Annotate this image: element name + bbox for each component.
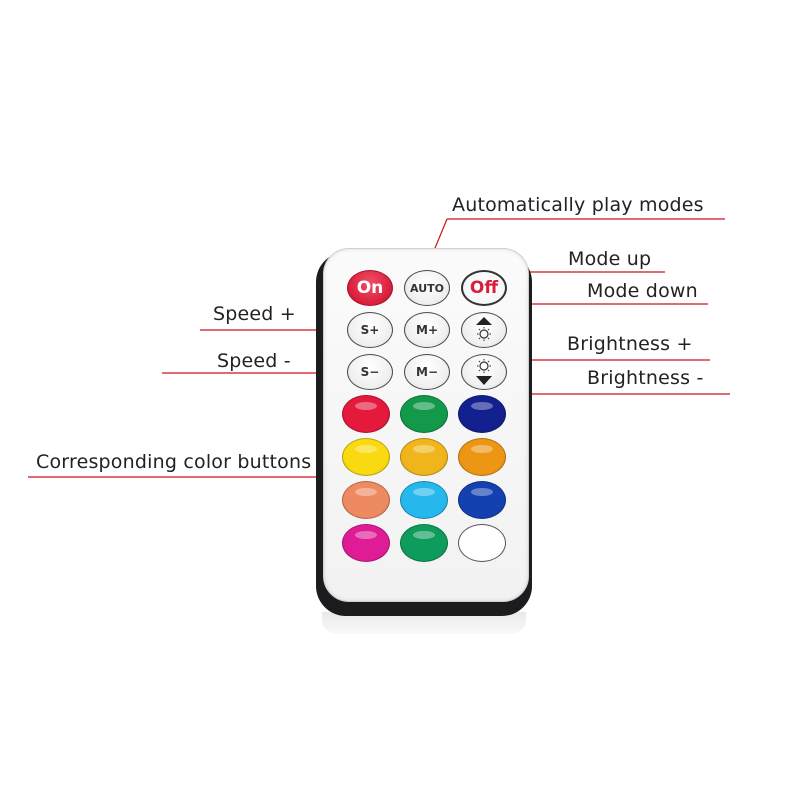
label-brightness-plus: Brightness + (567, 333, 693, 355)
color-button[interactable] (342, 395, 390, 433)
color-button[interactable] (400, 395, 448, 433)
sun-arrow-down-icon (476, 359, 492, 385)
label-brightness-minus: Brightness - (587, 367, 704, 389)
color-button[interactable] (458, 524, 506, 562)
color-button[interactable] (342, 438, 390, 476)
color-button[interactable] (400, 438, 448, 476)
off-button[interactable]: Off (461, 270, 507, 306)
mode-up-button[interactable]: M+ (404, 312, 450, 348)
on-button[interactable]: On (347, 270, 393, 306)
sun-arrow-up-icon (476, 317, 492, 341)
auto-button[interactable]: AUTO (404, 270, 450, 306)
remote-base-reflection (322, 612, 526, 634)
label-speed-minus: Speed - (217, 350, 291, 372)
color-button[interactable] (400, 524, 448, 562)
label-mode-up: Mode up (568, 248, 652, 270)
label-color-buttons: Corresponding color buttons (36, 451, 312, 473)
speed-down-button[interactable]: S− (347, 354, 393, 390)
color-button[interactable] (400, 481, 448, 519)
color-button[interactable] (458, 438, 506, 476)
speed-up-button[interactable]: S+ (347, 312, 393, 348)
mode-down-button[interactable]: M− (404, 354, 450, 390)
color-button[interactable] (342, 481, 390, 519)
color-button[interactable] (458, 481, 506, 519)
color-button[interactable] (342, 524, 390, 562)
color-button[interactable] (458, 395, 506, 433)
brightness-down-button[interactable] (461, 354, 507, 390)
label-mode-down: Mode down (587, 280, 698, 302)
label-speed-plus: Speed + (213, 303, 296, 325)
brightness-up-button[interactable] (461, 312, 507, 348)
label-auto-modes: Automatically play modes (452, 194, 704, 216)
